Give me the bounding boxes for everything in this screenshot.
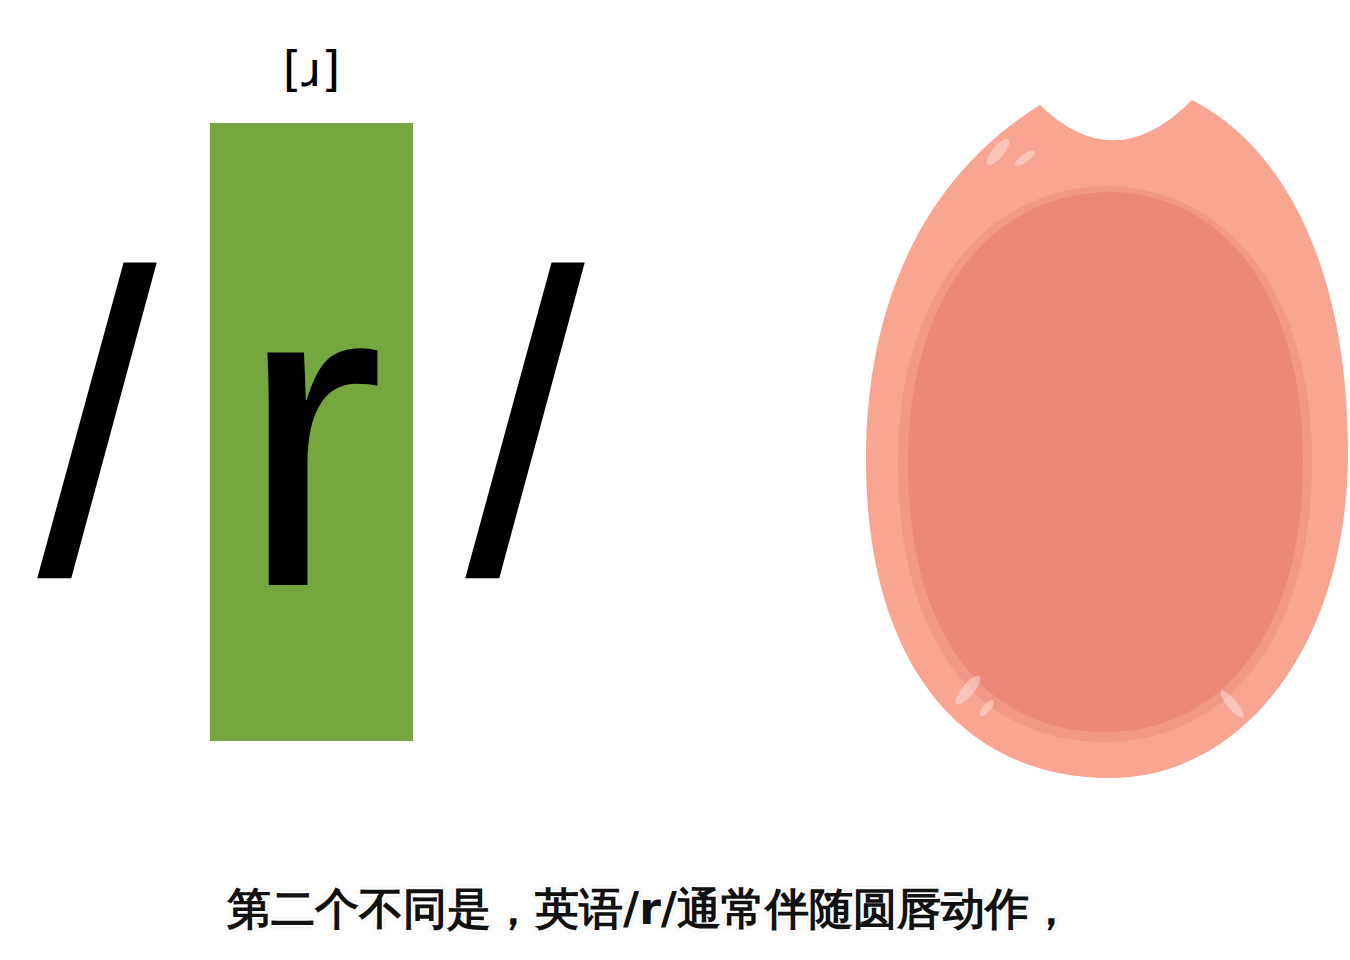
highlight bbox=[1013, 148, 1037, 168]
slash-mark: / bbox=[37, 210, 156, 640]
phoneme-box: [ɹ]r bbox=[210, 123, 413, 741]
highlight bbox=[1217, 688, 1247, 720]
subtitle: 第二个不同是，英语/r/通常伴随圆唇动作， bbox=[227, 885, 1073, 933]
highlight bbox=[952, 672, 984, 707]
slash-mark: / bbox=[465, 210, 584, 640]
highlight bbox=[978, 698, 997, 718]
mouth-cavity bbox=[908, 192, 1303, 732]
highlight bbox=[983, 136, 1013, 168]
lips-inner-rim bbox=[898, 186, 1312, 742]
ipa-symbol: [ɹ] bbox=[210, 45, 413, 93]
lips-outer bbox=[866, 100, 1348, 778]
phoneme-letter: r bbox=[210, 213, 413, 653]
